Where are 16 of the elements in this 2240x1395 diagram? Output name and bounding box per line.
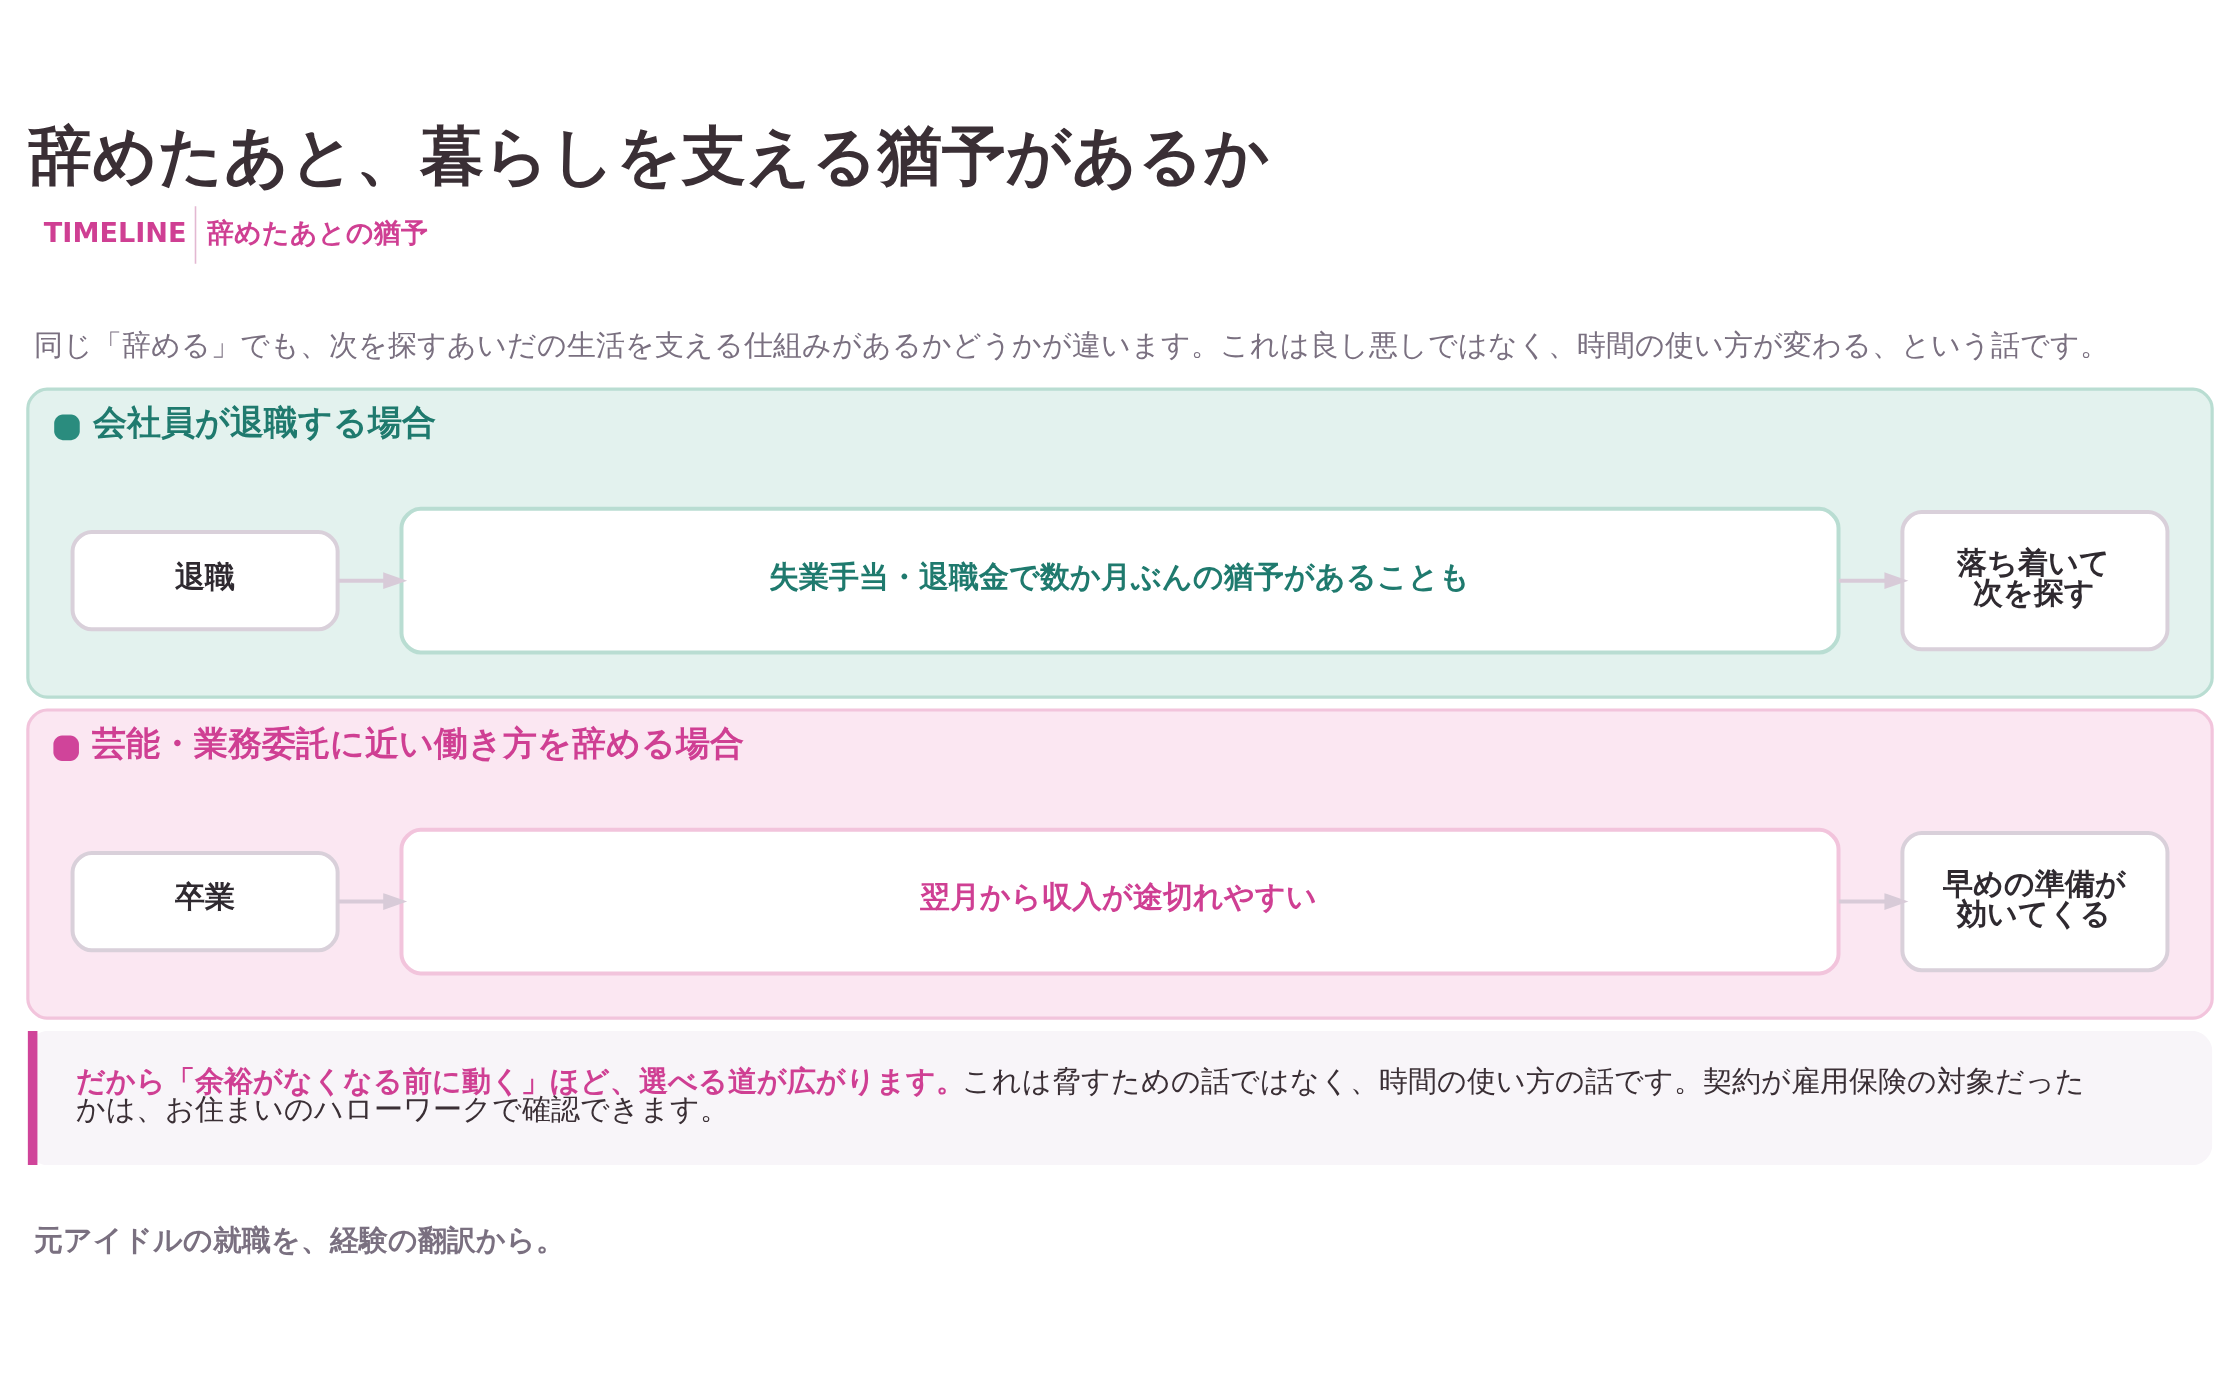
arrow: [337, 571, 408, 589]
arrow: [337, 892, 408, 910]
node-box: 退職: [70, 529, 340, 631]
arrow: [1838, 892, 1909, 910]
label: 元アイドルの就職を、経験の翻訳から。: [34, 1222, 566, 1257]
node-box: 卒業: [70, 850, 340, 952]
node-box: 翌月から収入が途切れやすい: [399, 827, 1841, 975]
label: 辞めたあとの猶予: [206, 216, 428, 248]
label: 同じ「辞める」でも、次を探すあいだの生活を支える仕組みがあるかどうかが違います。これは良し悪しではなく、時間の使い方が変わる、という話です。: [34, 327, 2110, 362]
label: これは脅すための話ではなく、時間の使い方の話です。契約が雇用保険の対象だった: [961, 1063, 2085, 1098]
diagram-title: 辞めたあと、暮らしを支える猶予があるか: [27, 118, 1270, 193]
label: TIMELINE: [43, 216, 187, 248]
node-box: 失業手当・退職金で数か月ぶんの猶予があることも: [399, 506, 1841, 654]
node-box: 早めの準備が効いてくる: [1900, 830, 2170, 972]
arrow: [1838, 571, 1909, 589]
node-box: 落ち着いて次を探す: [1900, 509, 2170, 651]
